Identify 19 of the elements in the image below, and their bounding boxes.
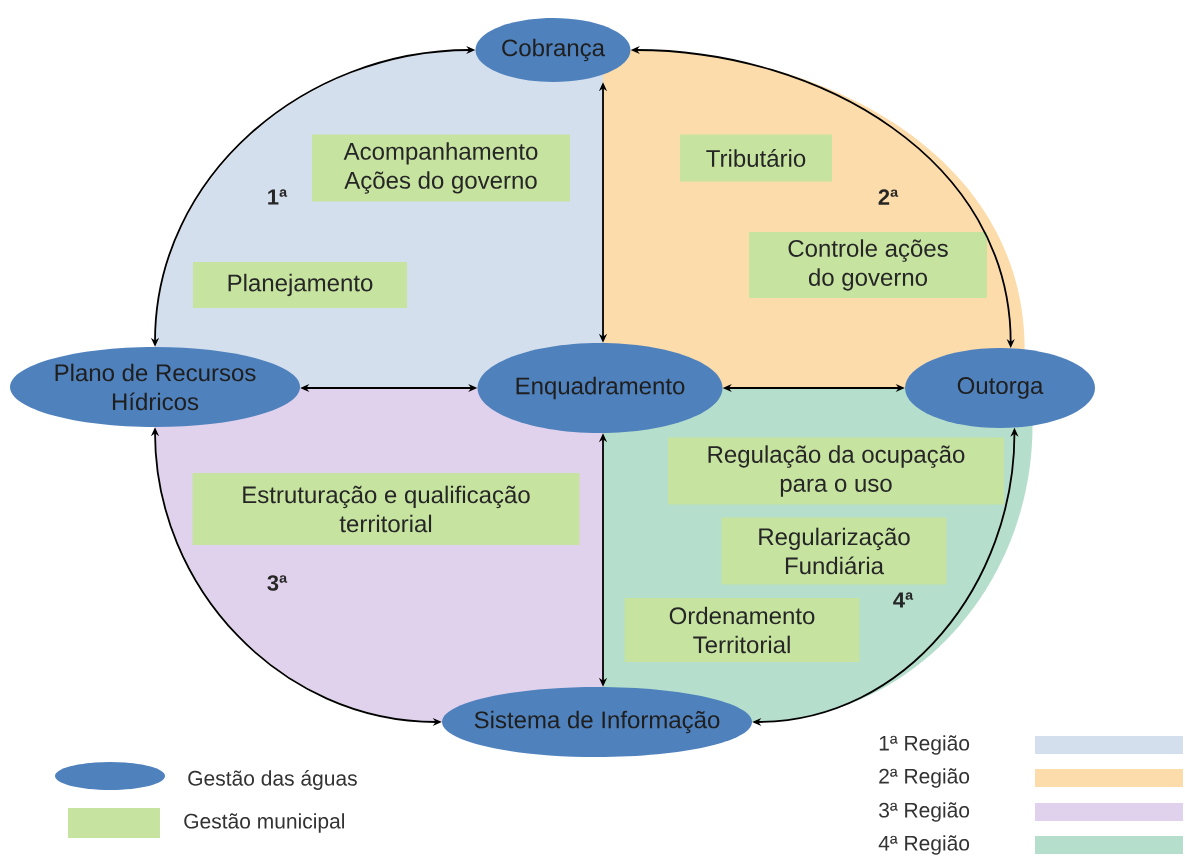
legend-text: Gestão municipal bbox=[184, 813, 344, 833]
text-box: Tributário bbox=[680, 134, 832, 182]
text-box: Acompanhamento Ações do governo bbox=[312, 134, 570, 202]
ellipse-node: Enquadramento bbox=[477, 343, 723, 433]
text-box: Controle ações do governo bbox=[749, 232, 987, 298]
legend-text: 3ª Região bbox=[879, 802, 970, 822]
text-box: Estruturação e qualificação territorial bbox=[192, 473, 580, 545]
text-box: Ordenamento Territorial bbox=[624, 598, 860, 662]
text-box: Regulação da ocupação para o uso bbox=[668, 437, 1004, 505]
legend-text: 4ª Região bbox=[878, 835, 970, 855]
text-box: Planejamento bbox=[193, 262, 407, 308]
text-box: Regularização Fundiária bbox=[721, 517, 947, 585]
legend-text: 2ª Região bbox=[879, 768, 970, 788]
ellipse-node: Cobrança bbox=[475, 18, 631, 82]
ellipse-node: Plano de Recursos Hídricos bbox=[10, 347, 300, 427]
ellipse-node: Outorga bbox=[905, 348, 1095, 428]
ellipse-node: Sistema de Informação bbox=[442, 687, 752, 757]
legend-text: 1ª Região bbox=[879, 735, 970, 755]
legend-text: Gestão das águas bbox=[188, 770, 357, 790]
